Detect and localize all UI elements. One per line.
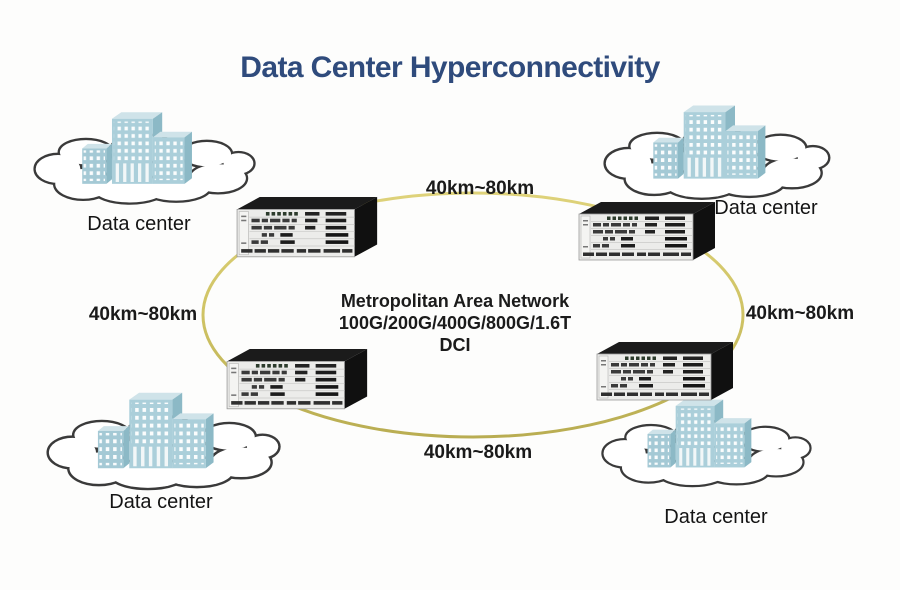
datacenter-cloud-top-right	[606, 105, 828, 197]
datacenter-label-top-right: Data center	[714, 197, 818, 219]
dci-device-top-left	[236, 196, 378, 258]
metro-network-line2: 100G/200G/400G/800G/1.6T	[338, 313, 572, 333]
metro-network-line3: DCI	[439, 335, 471, 355]
dci-device-bottom-right	[596, 341, 734, 401]
metro-network-line1: Metropolitan Area Network	[340, 291, 570, 311]
datacenter-cloud-top-left	[36, 112, 254, 202]
dci-device-bottom-left	[226, 348, 368, 410]
metro-network-description: Metropolitan Area Network 100G/200G/400G…	[339, 290, 571, 356]
link-distance-left: 40km~80km	[88, 304, 198, 325]
datacenter-label-top-left: Data center	[87, 213, 191, 235]
link-distance-right: 40km~80km	[745, 303, 855, 324]
metro-ring-link	[201, 191, 745, 439]
page-title: Data Center Hyperconnectivity	[240, 51, 660, 84]
link-distance-top: 40km~80km	[425, 178, 535, 199]
datacenter-label-bottom-right: Data center	[664, 506, 768, 528]
dci-device-top-right	[578, 201, 716, 261]
datacenter-label-bottom-left: Data center	[109, 491, 213, 513]
link-distance-bottom: 40km~80km	[423, 442, 533, 463]
